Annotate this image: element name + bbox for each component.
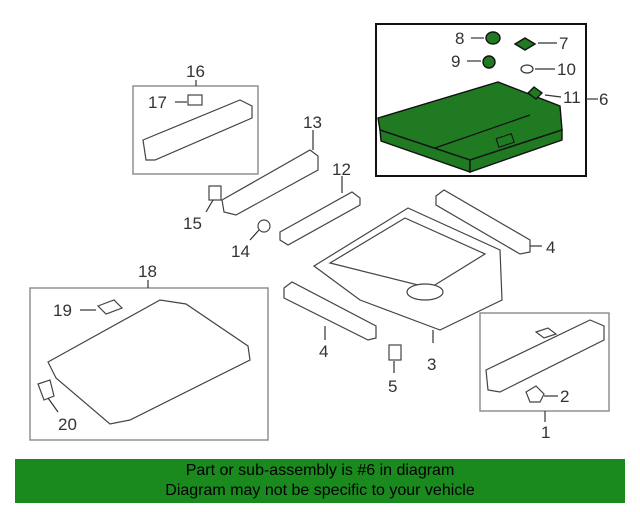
cargo-cover-18 xyxy=(47,299,251,425)
callout-13: 13 xyxy=(303,113,322,132)
clip-5[interactable] xyxy=(388,344,402,373)
banner-line-2: Diagram may not be specific to your vehi… xyxy=(165,482,475,499)
tub-3-well xyxy=(406,283,444,301)
callout-9: 9 xyxy=(451,52,460,71)
callout-2: 2 xyxy=(560,387,569,406)
bracket-7 xyxy=(513,37,537,51)
callout-8: 8 xyxy=(455,29,464,48)
member-4-right[interactable] xyxy=(435,189,542,255)
clip-8 xyxy=(485,31,501,45)
clip-9 xyxy=(482,55,496,69)
rail-12-body xyxy=(279,191,361,246)
assembly-18-frame xyxy=(29,287,269,441)
tub-3[interactable] xyxy=(312,207,503,343)
rail-12[interactable] xyxy=(279,176,361,246)
member-4-right-body xyxy=(435,189,531,255)
callout-17: 17 xyxy=(148,93,167,112)
bracket-13-body xyxy=(221,149,319,216)
callout-5: 5 xyxy=(388,377,397,396)
clip-1a xyxy=(534,327,558,339)
clip-15[interactable] xyxy=(205,185,222,213)
tub-3-floor xyxy=(328,217,487,289)
callout-19: 19 xyxy=(53,301,72,320)
member-4-left[interactable] xyxy=(283,281,377,341)
callout-4-left: 4 xyxy=(319,342,328,361)
trim-panel-16 xyxy=(142,99,253,161)
member-4-left-body xyxy=(283,281,377,341)
assembly-18[interactable] xyxy=(29,280,269,441)
info-banner: Part or sub-assembly is #6 in diagram Di… xyxy=(15,459,625,503)
callout-10: 10 xyxy=(557,60,576,79)
callout-15: 15 xyxy=(183,214,202,233)
callout-4-right: 4 xyxy=(546,238,555,257)
bracket-20 xyxy=(37,379,55,401)
callout-16: 16 xyxy=(186,62,205,81)
highlighted-assembly-6[interactable] xyxy=(375,23,598,177)
callout-18: 18 xyxy=(138,262,157,281)
assembly-16[interactable] xyxy=(132,80,259,175)
ring-10 xyxy=(520,64,534,74)
callout-20: 20 xyxy=(58,415,77,434)
clip-19 xyxy=(96,299,124,315)
callout-11: 11 xyxy=(563,88,581,107)
clip-2 xyxy=(525,385,545,403)
clip-15-body xyxy=(208,185,222,201)
banner-line-1: Part or sub-assembly is #6 in diagram xyxy=(185,462,455,479)
assembly-6-frame xyxy=(375,23,587,177)
clip-5-body xyxy=(388,344,402,361)
screw-14[interactable] xyxy=(249,219,271,241)
bracket-13[interactable] xyxy=(221,130,319,216)
callout-3: 3 xyxy=(427,355,436,374)
callout-12: 12 xyxy=(332,160,351,179)
scuff-plate-1 xyxy=(485,319,605,393)
screw-14-head xyxy=(257,219,271,233)
pad-11 xyxy=(526,86,544,100)
callout-1: 1 xyxy=(541,423,550,442)
floor-board-edge-right xyxy=(469,129,563,173)
clip-17 xyxy=(187,94,203,106)
callout-6: 6 xyxy=(599,90,608,109)
callout-14: 14 xyxy=(231,242,250,261)
callout-7: 7 xyxy=(559,34,568,53)
assembly-1[interactable] xyxy=(479,312,610,422)
